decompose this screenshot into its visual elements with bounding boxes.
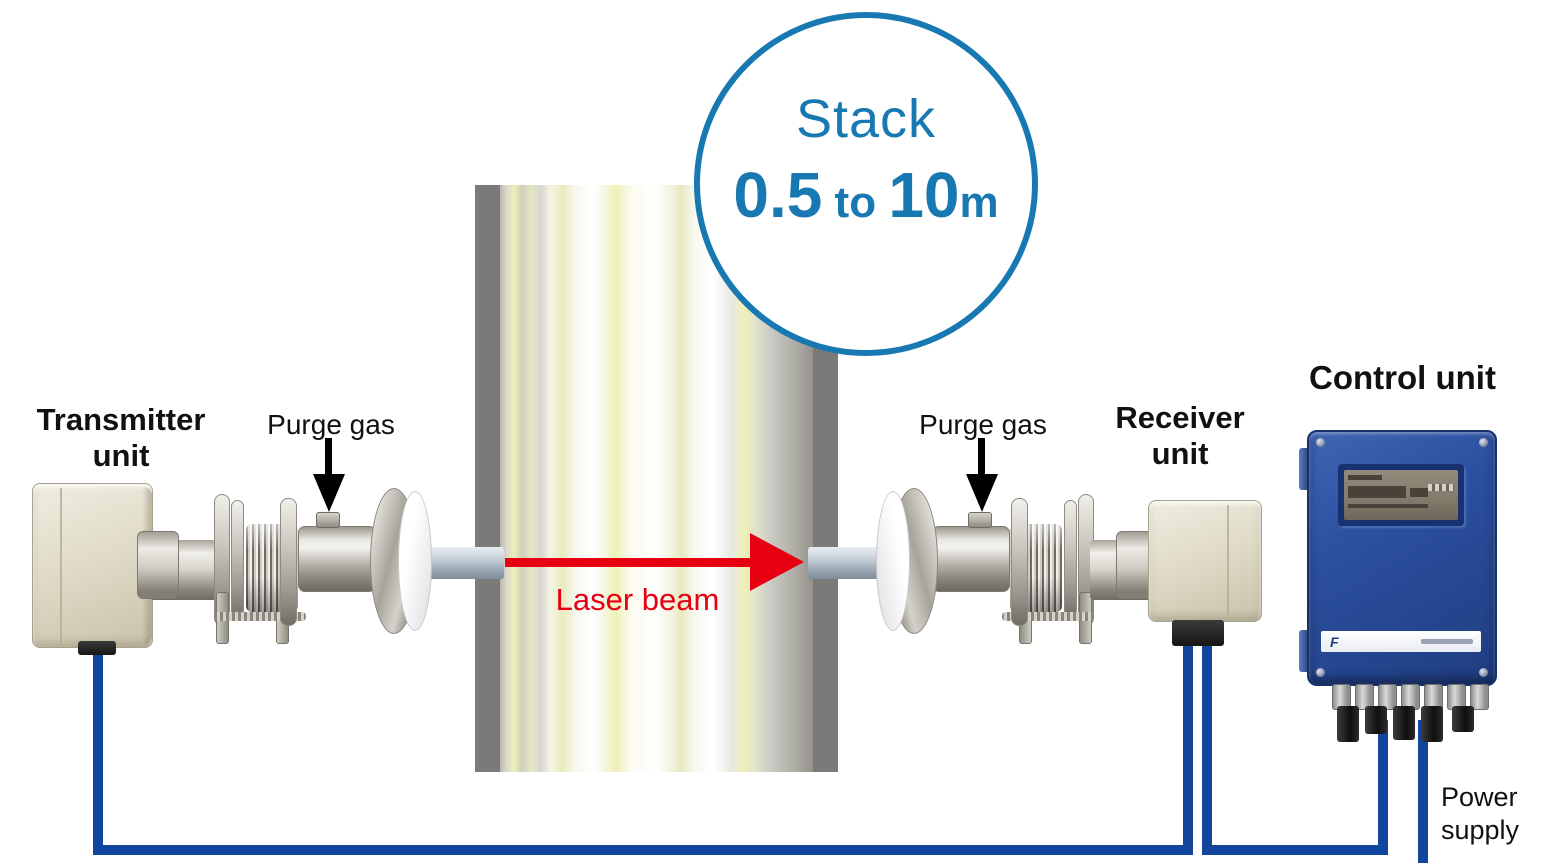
wire-receiver-drop-1: [1183, 638, 1193, 855]
display-mark: [1348, 504, 1428, 508]
gland-cap: [1365, 706, 1387, 734]
control-hinge-bottom: [1299, 630, 1309, 672]
receiver-cable-gland: [1172, 620, 1224, 646]
range-max-unit: m: [959, 178, 999, 227]
display-window: [1338, 464, 1464, 526]
wire-bottom-run: [93, 845, 1193, 855]
stack-range-badge: Stack 0.5 to 10m: [694, 12, 1038, 356]
transmitter-unit-box: [32, 483, 153, 648]
brand-logo: F: [1330, 633, 1339, 650]
transmitter-cable-gland: [78, 641, 116, 655]
laser-beam-arrow-icon: [505, 558, 752, 567]
transmitter-label-line2: unit: [92, 438, 150, 473]
transmitter-label: Transmitter unit: [6, 402, 236, 474]
adjustment-rod: [214, 612, 306, 621]
gland-cap: [1393, 706, 1415, 740]
purge-gas-arrowhead-right-icon: [966, 474, 998, 512]
purge-gas-arrow-right-icon: [978, 438, 985, 476]
display-mark: [1348, 475, 1382, 480]
transmitter-collar: [137, 531, 179, 599]
receiver-label-line2: unit: [1151, 436, 1209, 471]
power-supply-line2: supply: [1441, 815, 1520, 845]
display-panel: [1344, 470, 1458, 520]
flange-disc: [280, 498, 297, 626]
flange-disc: [1064, 500, 1077, 620]
gland-cap: [1337, 706, 1359, 742]
gland-cap: [1452, 706, 1474, 732]
gland-cap: [1421, 706, 1443, 742]
display-indicator-dots: [1428, 484, 1454, 491]
gasket-disc: [398, 491, 432, 631]
screw-icon: [1479, 438, 1488, 447]
screw-icon: [1316, 668, 1325, 677]
control-unit-label: Control unit: [1309, 359, 1496, 396]
laser-beam-label: Laser beam: [555, 582, 720, 617]
purge-port: [316, 512, 340, 528]
wire-receiver-to-control-run: [1202, 845, 1388, 855]
control-hinge-top: [1299, 448, 1309, 490]
wire-transmitter-drop: [93, 645, 103, 855]
receiver-unit-box: [1148, 500, 1262, 622]
cable-gland: [1378, 684, 1397, 710]
purge-gas-label-right: Purge gas: [919, 409, 1047, 440]
stack-wall-left: [475, 185, 500, 772]
transmitter-box-seam: [60, 488, 62, 643]
cable-gland: [1355, 684, 1374, 710]
transmitter-flange-assembly: [214, 488, 432, 648]
wire-receiver-drop-2: [1202, 638, 1212, 855]
stack-badge-range: 0.5 to 10m: [733, 158, 998, 232]
transmitter-label-line1: Transmitter: [36, 402, 206, 437]
range-min: 0.5: [733, 159, 823, 231]
power-supply-label: Power supply: [1441, 781, 1519, 847]
flange-disc: [1011, 498, 1028, 626]
brand-text-bar: [1421, 639, 1473, 644]
range-connector: to: [822, 178, 889, 227]
purge-gas-arrowhead-left-icon: [313, 474, 345, 512]
brand-strip: F: [1321, 631, 1481, 652]
power-supply-line1: Power: [1441, 782, 1518, 812]
purge-cylinder: [932, 526, 1010, 592]
screw-icon: [1316, 438, 1325, 447]
purge-gas-label-left: Purge gas: [267, 409, 395, 440]
receiver-flange-assembly: [876, 488, 1094, 648]
purge-gas-arrow-left-icon: [325, 438, 332, 476]
process-tube-left: [426, 547, 504, 579]
purge-port: [968, 512, 992, 528]
laser-beam-arrowhead-icon: [750, 533, 804, 591]
flange-disc: [231, 500, 244, 620]
process-tube-right: [808, 547, 880, 579]
stack-badge-title: Stack: [795, 89, 937, 149]
gasket-disc: [876, 491, 910, 631]
screw-icon: [1479, 668, 1488, 677]
display-mark: [1410, 488, 1428, 497]
display-mark: [1348, 486, 1406, 498]
range-max-value: 10: [888, 159, 960, 231]
cable-gland: [1470, 684, 1489, 710]
wire-control-drop: [1378, 720, 1388, 855]
receiver-box-seam: [1227, 505, 1229, 617]
wire-power-supply: [1418, 720, 1428, 863]
receiver-label-line1: Receiver: [1115, 400, 1245, 435]
receiver-label: Receiver unit: [1095, 400, 1265, 472]
purge-cylinder: [298, 526, 376, 592]
